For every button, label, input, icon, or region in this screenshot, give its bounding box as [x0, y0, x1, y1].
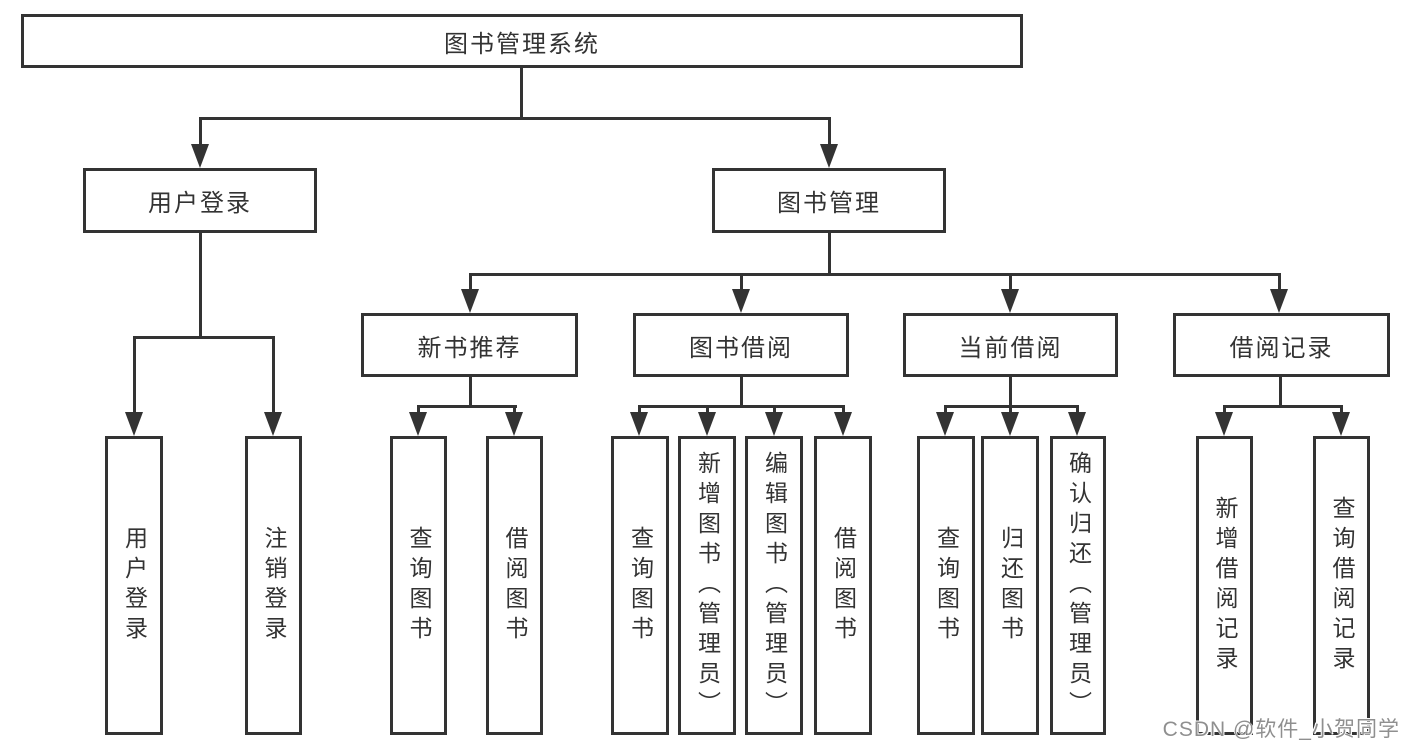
node-root-library-system: 图书管理系统 [21, 14, 1023, 68]
connector-drop-new-book [469, 273, 472, 291]
connector-drop [638, 405, 641, 414]
connector-drop [706, 405, 709, 414]
arrowhead-down-icon [1068, 412, 1086, 436]
connector-user-login-stem [199, 233, 202, 336]
arrowhead-down-icon [765, 412, 783, 436]
arrowhead-down-icon [820, 144, 838, 168]
arrowhead-down-icon [630, 412, 648, 436]
connector-drop-book-mgmt [828, 117, 831, 148]
connector-borrow-records-stem [1279, 377, 1282, 405]
connector-drop [773, 405, 776, 414]
arrowhead-down-icon [264, 412, 282, 436]
arrowhead-down-icon [1332, 412, 1350, 436]
leaf-edit-book-admin: 编辑图书（管理员） [745, 436, 803, 735]
leaf-confirm-return-admin: 确认归还（管理员） [1050, 436, 1106, 735]
csdn-watermark: CSDN @软件_小贺同学 [1162, 718, 1400, 741]
node-user-login: 用户登录 [83, 168, 317, 233]
connector-book-borrow-stem [740, 377, 743, 405]
connector-drop [1009, 405, 1012, 414]
arrowhead-down-icon [409, 412, 427, 436]
leaf-logout: 注销登录 [245, 436, 302, 735]
connector-drop-leaf-logout [272, 336, 275, 414]
connector-drop-book-borrow [740, 273, 743, 291]
arrowhead-down-icon [125, 412, 143, 436]
leaf-query-borrow-record: 查询借阅记录 [1313, 436, 1370, 735]
arrowhead-down-icon [1270, 289, 1288, 313]
arrowhead-down-icon [191, 144, 209, 168]
connector-current-borrow-stem [1009, 377, 1012, 405]
leaf-query-books-2: 查询图书 [611, 436, 669, 735]
arrowhead-down-icon [698, 412, 716, 436]
leaf-user-login: 用户登录 [105, 436, 163, 735]
connector-drop [944, 405, 947, 414]
node-borrow-records: 借阅记录 [1173, 313, 1390, 377]
leaf-return-book: 归还图书 [981, 436, 1039, 735]
node-book-management: 图书管理 [712, 168, 946, 233]
connector-drop [417, 405, 420, 414]
arrowhead-down-icon [461, 289, 479, 313]
leaf-add-borrow-record: 新增借阅记录 [1196, 436, 1253, 735]
connector-book-mgmt-stem [828, 233, 831, 273]
arrowhead-down-icon [834, 412, 852, 436]
connector-drop [1223, 405, 1226, 414]
arrowhead-down-icon [936, 412, 954, 436]
connector-drop-user-login [199, 117, 202, 148]
connector-borrow-records-hline [1223, 405, 1343, 408]
connector-new-book-hline [417, 405, 517, 408]
arrowhead-down-icon [1001, 289, 1019, 313]
connector-drop [513, 405, 516, 414]
node-book-borrow: 图书借阅 [633, 313, 849, 377]
connector-root-hline [199, 117, 831, 120]
arrowhead-down-icon [1215, 412, 1233, 436]
leaf-add-book-admin: 新增图书（管理员） [678, 436, 736, 735]
connector-drop [1076, 405, 1079, 414]
connector-book-mgmt-hline [469, 273, 1281, 276]
arrowhead-down-icon [505, 412, 523, 436]
connector-drop-current-borrow [1009, 273, 1012, 291]
connector-new-book-stem [469, 377, 472, 405]
arrowhead-down-icon [732, 289, 750, 313]
connector-drop [1340, 405, 1343, 414]
leaf-borrow-books-1: 借阅图书 [486, 436, 543, 735]
leaf-borrow-books-2: 借阅图书 [814, 436, 872, 735]
connector-book-borrow-hline [638, 405, 845, 408]
connector-drop-borrow-records [1278, 273, 1281, 291]
connector-drop-leaf-login [133, 336, 136, 414]
arrowhead-down-icon [1001, 412, 1019, 436]
leaf-query-books-3: 查询图书 [917, 436, 975, 735]
connector-root-stem [520, 68, 523, 117]
connector-drop [842, 405, 845, 414]
node-new-book-recommend: 新书推荐 [361, 313, 578, 377]
leaf-query-books-1: 查询图书 [390, 436, 447, 735]
node-current-borrow: 当前借阅 [903, 313, 1118, 377]
connector-user-login-hline [133, 336, 275, 339]
